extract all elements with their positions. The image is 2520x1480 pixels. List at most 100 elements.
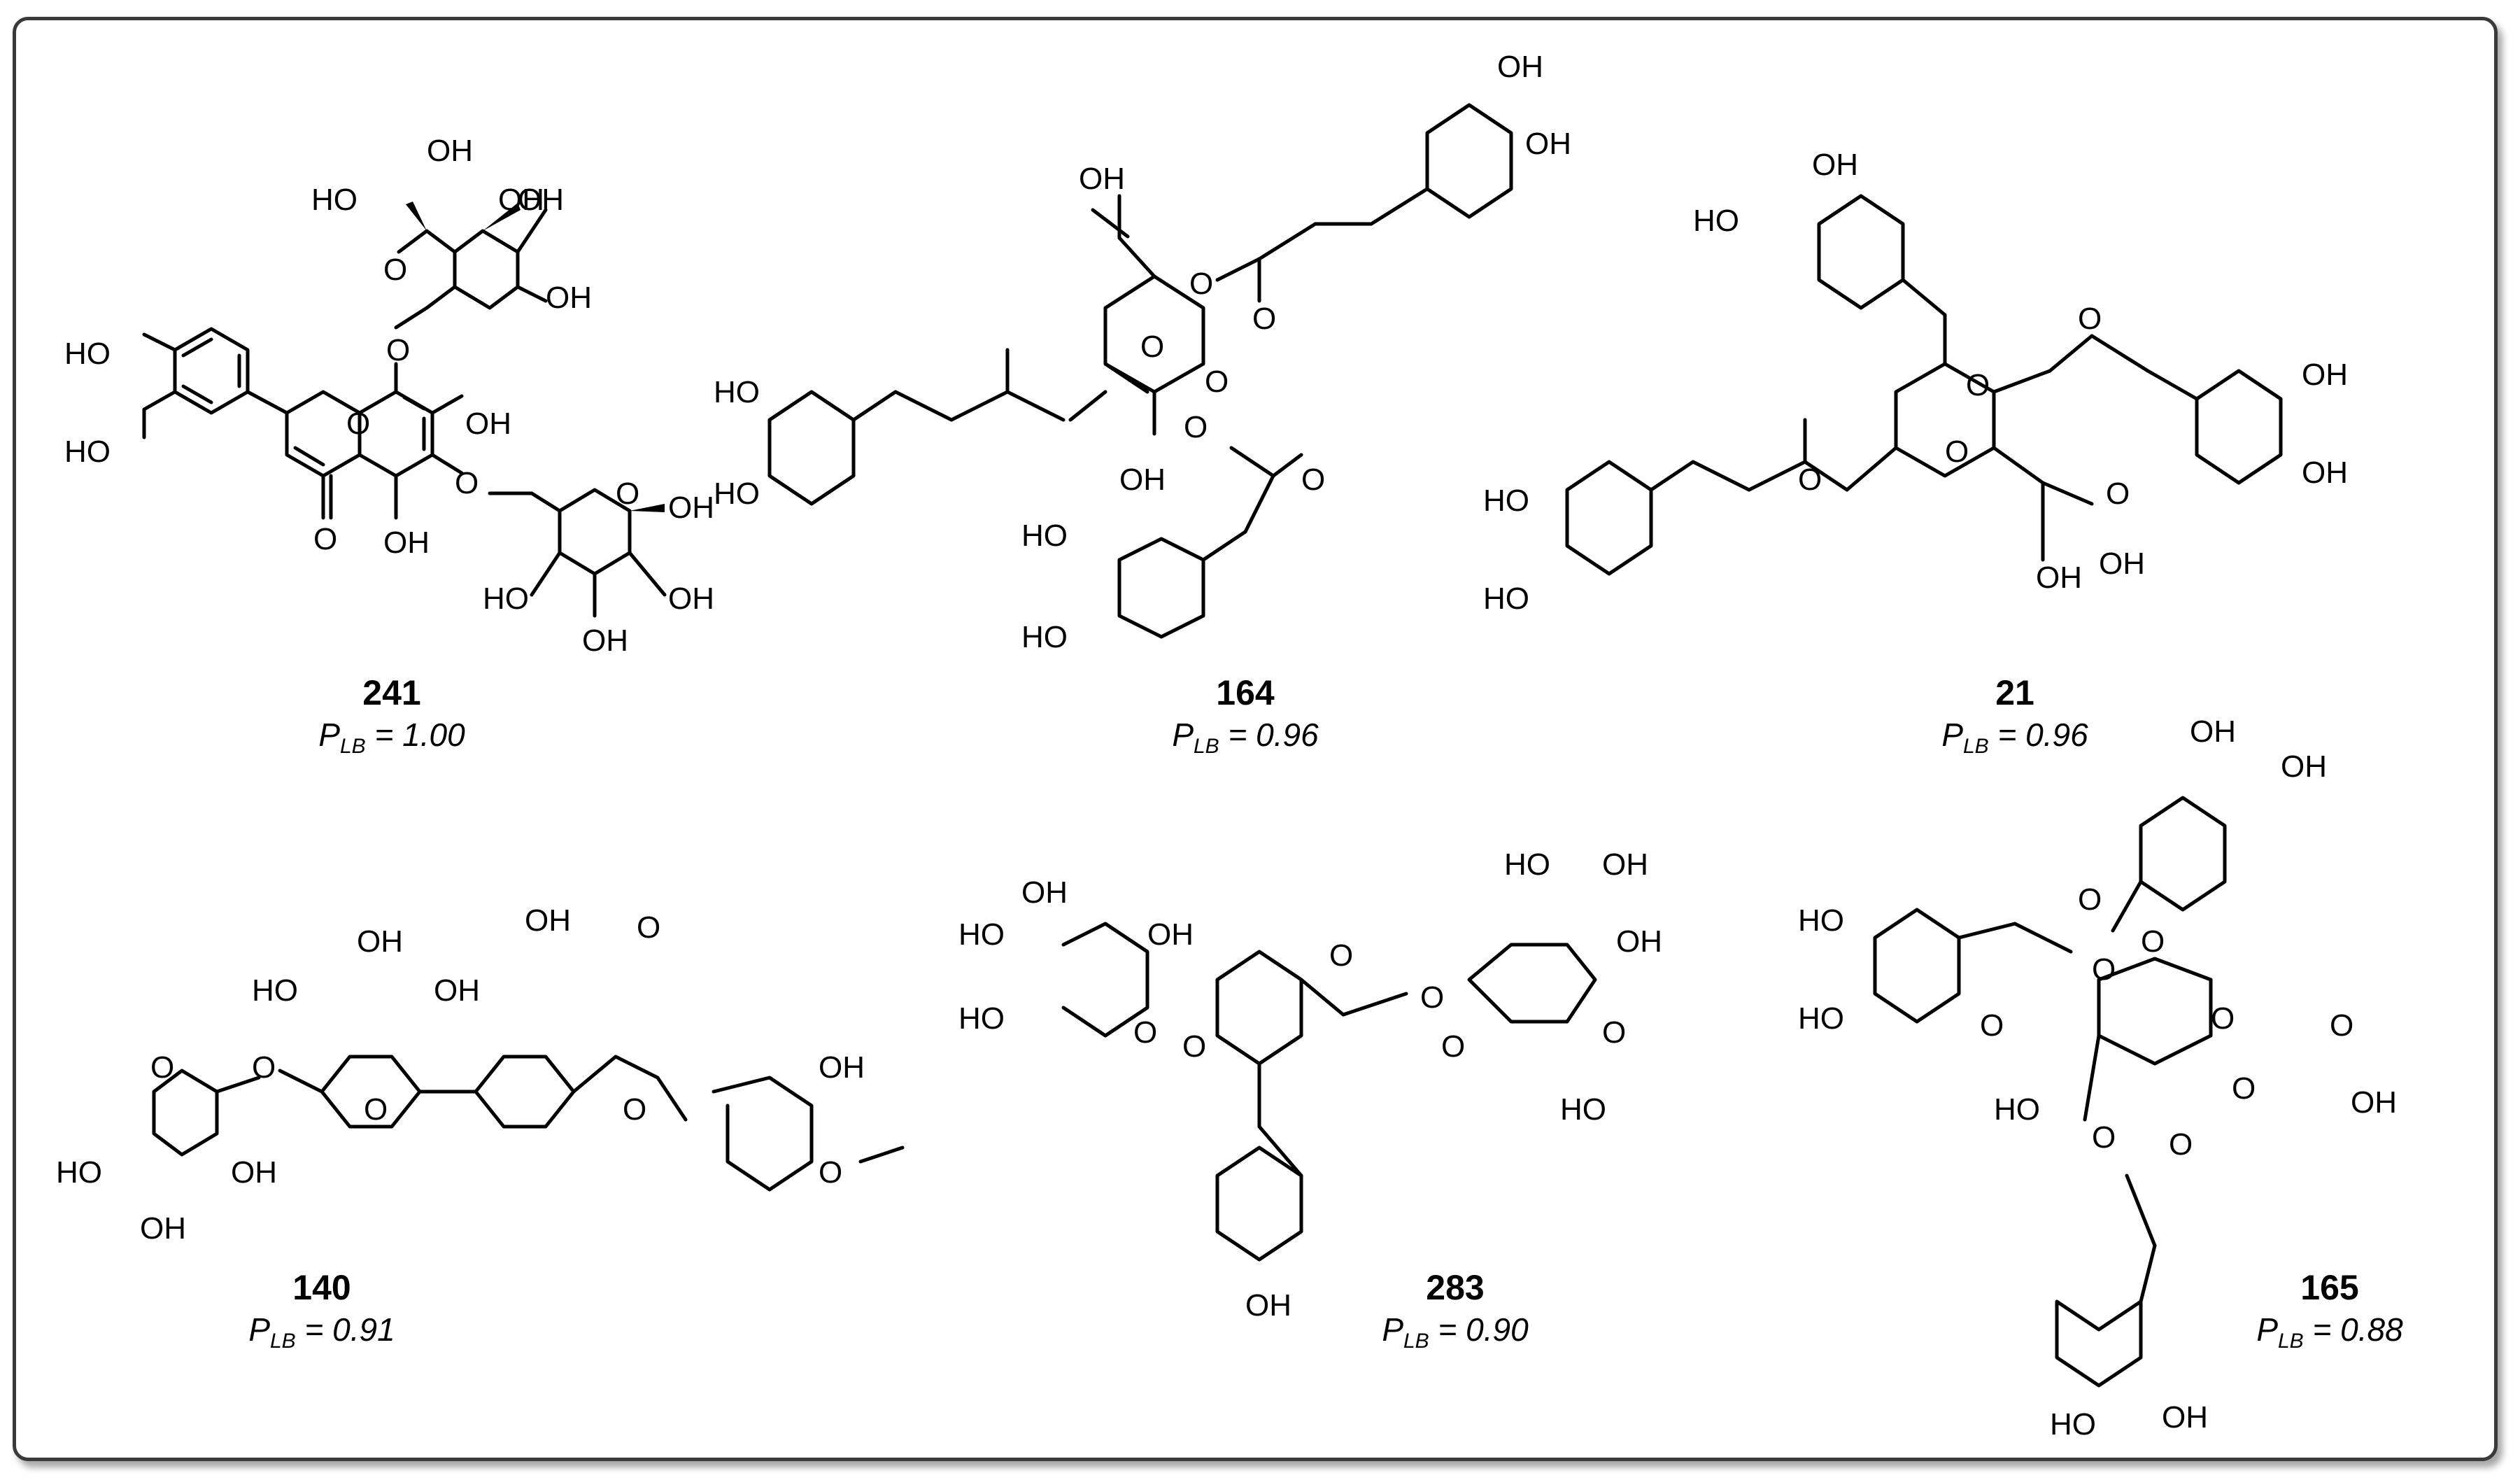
atom-label: HO (1798, 903, 1844, 938)
compound-label-140: 140 PLB = 0.91 (112, 1267, 532, 1362)
atom-label: HO (1021, 519, 1068, 553)
atom-label: HO (1798, 1001, 1844, 1036)
atom-label: OH (819, 1050, 865, 1085)
atom-label: O (1133, 1015, 1157, 1050)
atom-label: OH (518, 183, 564, 217)
atom-label: OH (668, 491, 714, 525)
atom-label: O (252, 1050, 276, 1085)
atom-label: OH (1147, 917, 1194, 952)
atom-label: OH (2351, 1085, 2397, 1120)
atom-label: OH (2281, 749, 2327, 784)
atom-label: HO (1483, 484, 1529, 518)
compound-label-165: 165 PLB = 0.88 (2120, 1267, 2520, 1362)
atom-label: OH (1245, 1288, 1291, 1323)
atom-label: O (2211, 1001, 2235, 1036)
atom-label: OH (1119, 463, 1166, 497)
atom-label: OH (1602, 847, 1648, 882)
compound-label-283: 283 PLB = 0.90 (1245, 1267, 1665, 1362)
figure-frame (13, 17, 2498, 1461)
atom-label: O (1945, 435, 1969, 469)
atom-label: OH (1812, 148, 1858, 182)
atom-label: OH (1079, 162, 1125, 196)
atom-label: O (1420, 980, 1444, 1015)
atom-label: O (2092, 1120, 2116, 1155)
atom-label: O (364, 1092, 388, 1127)
atom-label: OH (546, 281, 592, 315)
atom-label: OH (427, 134, 473, 168)
atom-label: OH (2190, 714, 2236, 749)
atom-label: O (2078, 882, 2102, 917)
compound-number: 140 (292, 1268, 351, 1307)
atom-label: O (637, 910, 660, 945)
atom-ho: HO (64, 337, 111, 371)
plb-score: PLB = 0.91 (248, 1311, 395, 1353)
atom-label: O (2232, 1071, 2256, 1106)
atom-label: O (1205, 365, 1229, 399)
atom-label: OH (1525, 127, 1571, 161)
compound-number: 164 (1216, 673, 1275, 712)
atom-label: OH (498, 183, 544, 217)
atom-label: O (623, 1092, 646, 1127)
atom-label: O (150, 1050, 174, 1085)
atom-label: O (455, 466, 479, 500)
atom-label: HO (1483, 582, 1529, 616)
atom-label: OH (582, 623, 628, 658)
atom-label: OH (2162, 1400, 2208, 1435)
atom-label: O (386, 333, 410, 367)
atom-label: O (1798, 463, 1822, 497)
atom-label: OH (1497, 50, 1543, 84)
atom-label: O (1189, 267, 1213, 301)
compound-label-241: 241 PLB = 1.00 (182, 672, 602, 768)
plb-score: PLB = 0.90 (1382, 1311, 1529, 1353)
compound-label-164: 164 PLB = 0.96 (1035, 672, 1455, 768)
atom-label: O (1252, 302, 1276, 336)
atom-label: O (1182, 1029, 1206, 1064)
atom-label: O (819, 1155, 842, 1190)
atom-label: O (1184, 410, 1208, 444)
atom-label: OH (140, 1211, 186, 1246)
atom-label: HO (714, 477, 760, 511)
atom-label: O (1329, 938, 1353, 973)
atom-label: OH (525, 903, 571, 938)
plb-score: PLB = 0.96 (1172, 717, 1319, 759)
compound-number: 21 (1995, 673, 2034, 712)
compound-label-21: 21 PLB = 0.96 (1805, 672, 2225, 768)
atom-label: HO (1994, 1092, 2040, 1127)
atom-label: HO (958, 1001, 1005, 1036)
atom-label: OH (383, 526, 430, 560)
atom-ho: HO (64, 435, 111, 469)
atom-label: O (2141, 924, 2165, 959)
atom-label: O (2092, 952, 2116, 987)
atom-label: OH (465, 407, 511, 441)
atom-label: OH (434, 973, 480, 1008)
atom-label: HO (958, 917, 1005, 952)
plb-score: PLB = 0.96 (1941, 717, 2088, 759)
atom-label: HO (252, 973, 298, 1008)
atom-label: OH (2099, 547, 2145, 581)
atom-label: O (2106, 477, 2130, 511)
compound-number: 241 (362, 673, 421, 712)
atom-label: HO (714, 375, 760, 409)
atom-label: O (1602, 1015, 1626, 1050)
compound-number: 165 (2300, 1268, 2359, 1307)
atom-label: HO (2050, 1407, 2096, 1442)
atom-label: O (1301, 463, 1325, 497)
atom-label: OH (2302, 358, 2348, 392)
atom-label: HO (1504, 847, 1550, 882)
atom-label: O (616, 477, 639, 511)
atom-label: O (2330, 1008, 2353, 1043)
atom-label: HO (483, 582, 529, 616)
atom-label: OH (2302, 456, 2348, 490)
atom-label: OH (357, 924, 403, 959)
atom-label: O (2169, 1127, 2193, 1162)
atom-label: HO (1021, 620, 1068, 654)
atom-label: OH (1021, 875, 1068, 910)
plb-score: PLB = 0.88 (2256, 1311, 2403, 1353)
atom-label: OH (231, 1155, 277, 1190)
atom-label: OH (668, 582, 714, 616)
